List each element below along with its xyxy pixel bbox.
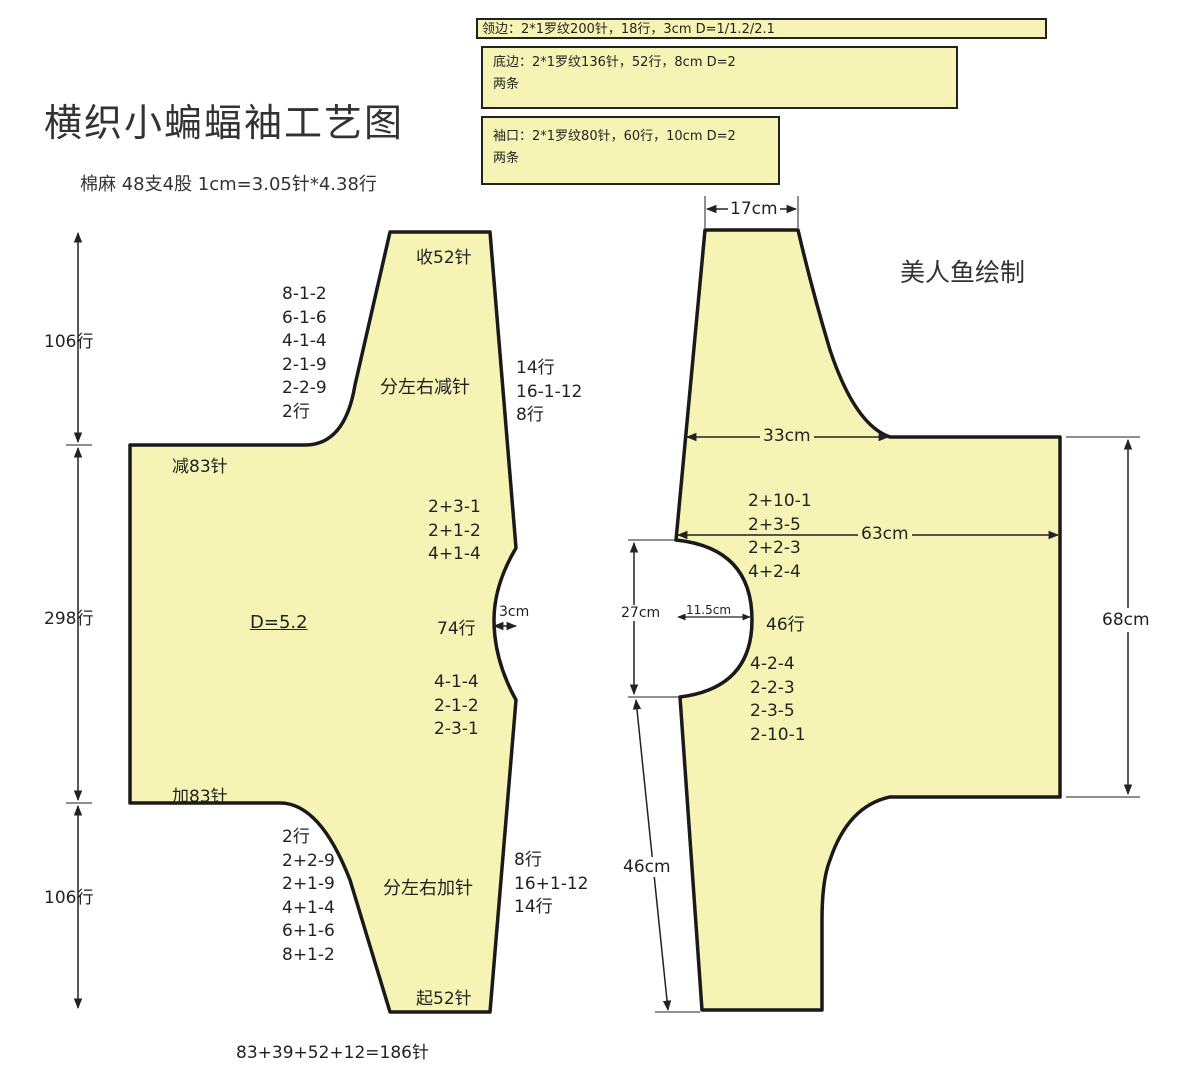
seq-item: 2-3-5 bbox=[750, 701, 795, 721]
seq-item: 2+2-3 bbox=[748, 538, 801, 558]
split-increase-label: 分左右加针 bbox=[383, 878, 473, 899]
seq-item: 2-10-1 bbox=[750, 724, 806, 745]
seq-item: 2+1-2 bbox=[428, 520, 481, 541]
seq-item: 6-1-6 bbox=[282, 307, 327, 328]
cuff-box: 袖口：2*1罗纹80针，60行，10cm D=2 两条 bbox=[481, 116, 780, 185]
increase-83-label: 加83针 bbox=[172, 787, 228, 807]
top-cast-label: 收52针 bbox=[416, 248, 472, 268]
left-neck-depth-label: 3cm bbox=[499, 604, 530, 620]
left-neck-rows-label: 74行 bbox=[437, 619, 476, 639]
seq-item: 2-2-9 bbox=[282, 378, 327, 398]
bottom-cast-label: 起52针 bbox=[416, 989, 472, 1009]
body-width-label: 63cm bbox=[858, 524, 912, 544]
decrease-83-label: 减83针 bbox=[172, 457, 228, 477]
seq-item: 2+1-9 bbox=[282, 874, 335, 894]
seq-item: 8+1-2 bbox=[282, 944, 335, 965]
left-neck-bottom-sequence: 4-1-4 2-1-2 2-3-1 bbox=[434, 671, 479, 742]
right-neck-rows-label: 46行 bbox=[766, 615, 805, 635]
sleeve-width-label: 33cm bbox=[760, 426, 814, 446]
seq-item: 4-2-4 bbox=[750, 654, 795, 674]
page-title: 横织小蝙蝠袖工艺图 bbox=[44, 101, 405, 145]
seq-item: 6+1-6 bbox=[282, 921, 335, 941]
seq-item: 4-1-4 bbox=[282, 331, 327, 351]
seq-item: 4-1-4 bbox=[434, 672, 479, 692]
seq-item: 2-3-1 bbox=[434, 719, 479, 739]
right-neck-top-sequence: 2+10-1 2+3-5 2+2-3 4+2-4 bbox=[748, 490, 812, 584]
right-neck-bottom-sequence: 4-2-4 2-2-3 2-3-5 2-10-1 bbox=[750, 653, 806, 747]
seq-item: 2-1-9 bbox=[282, 354, 327, 375]
seq-item: 2-2-3 bbox=[750, 677, 795, 698]
upper-sleeve-sequence: 8-1-2 6-1-6 4-1-4 2-1-9 2-2-9 2行 bbox=[282, 283, 327, 424]
seq-item: 2行 bbox=[282, 401, 310, 422]
lower-length-arrow bbox=[632, 698, 672, 1012]
seq-item: 2+3-1 bbox=[428, 497, 481, 517]
seq-item: 2+2-9 bbox=[282, 850, 335, 871]
seq-item: 16+1-12 bbox=[514, 873, 589, 894]
seq-item: 4+1-4 bbox=[428, 544, 481, 564]
author-credit: 美人鱼绘制 bbox=[900, 258, 1026, 287]
height-label: 68cm bbox=[1100, 608, 1152, 632]
density-label: D=5.2 bbox=[250, 612, 308, 633]
rows-top-label: 106行 bbox=[44, 332, 94, 352]
lower-length-label: 46cm bbox=[621, 857, 673, 877]
hem-text-line1: 底边：2*1罗纹136针，52行，8cm D=2 bbox=[493, 55, 736, 70]
seq-item: 2+10-1 bbox=[748, 491, 812, 511]
lower-sleeve-sequence: 2行 2+2-9 2+1-9 4+1-4 6+1-6 8+1-2 bbox=[282, 826, 335, 967]
seq-item: 4+1-4 bbox=[282, 897, 335, 918]
rows-middle-label: 298行 bbox=[44, 609, 94, 629]
lower-right-sequence: 8行 16+1-12 14行 bbox=[514, 849, 588, 920]
seq-item: 4+2-4 bbox=[748, 561, 801, 582]
neck-height-label: 27cm bbox=[621, 605, 661, 621]
neckband-box: 领边：2*1罗纹200针，18行，3cm D=1/1.2/2.1 bbox=[476, 18, 1047, 39]
seq-item: 16-1-12 bbox=[516, 381, 583, 402]
hem-box: 底边：2*1罗纹136针，52行，8cm D=2 两条 bbox=[481, 46, 958, 109]
seq-item: 14行 bbox=[514, 897, 553, 917]
rows-bottom-label: 106行 bbox=[44, 888, 94, 908]
left-neck-top-sequence: 2+3-1 2+1-2 4+1-4 bbox=[428, 496, 481, 567]
right-piece-shape bbox=[674, 228, 1062, 1012]
split-decrease-label: 分左右减针 bbox=[380, 377, 470, 398]
seq-item: 2行 bbox=[282, 827, 310, 847]
upper-right-sequence: 14行 16-1-12 8行 bbox=[516, 357, 582, 428]
seq-item: 8行 bbox=[516, 405, 544, 425]
neck-depth-label: 11.5cm bbox=[686, 603, 732, 617]
seq-item: 14行 bbox=[516, 358, 555, 378]
total-formula: 83+39+52+12=186针 bbox=[236, 1043, 429, 1063]
hem-text-line2: 两条 bbox=[493, 77, 520, 92]
left-piece-shape bbox=[128, 230, 518, 1014]
neckband-text: 领边：2*1罗纹200针，18行，3cm D=1/1.2/2.1 bbox=[482, 22, 775, 37]
seq-item: 8-1-2 bbox=[282, 284, 327, 304]
yarn-gauge: 棉麻 48支4股 1cm=3.05针*4.38行 bbox=[80, 174, 377, 195]
cuff-width-label: 17cm bbox=[728, 199, 780, 219]
seq-item: 2-1-2 bbox=[434, 695, 479, 716]
seq-item: 8行 bbox=[514, 850, 542, 870]
seq-item: 2+3-5 bbox=[748, 514, 801, 535]
cuff-text-line2: 两条 bbox=[493, 151, 520, 166]
cuff-text-line1: 袖口：2*1罗纹80针，60行，10cm D=2 bbox=[493, 129, 736, 144]
